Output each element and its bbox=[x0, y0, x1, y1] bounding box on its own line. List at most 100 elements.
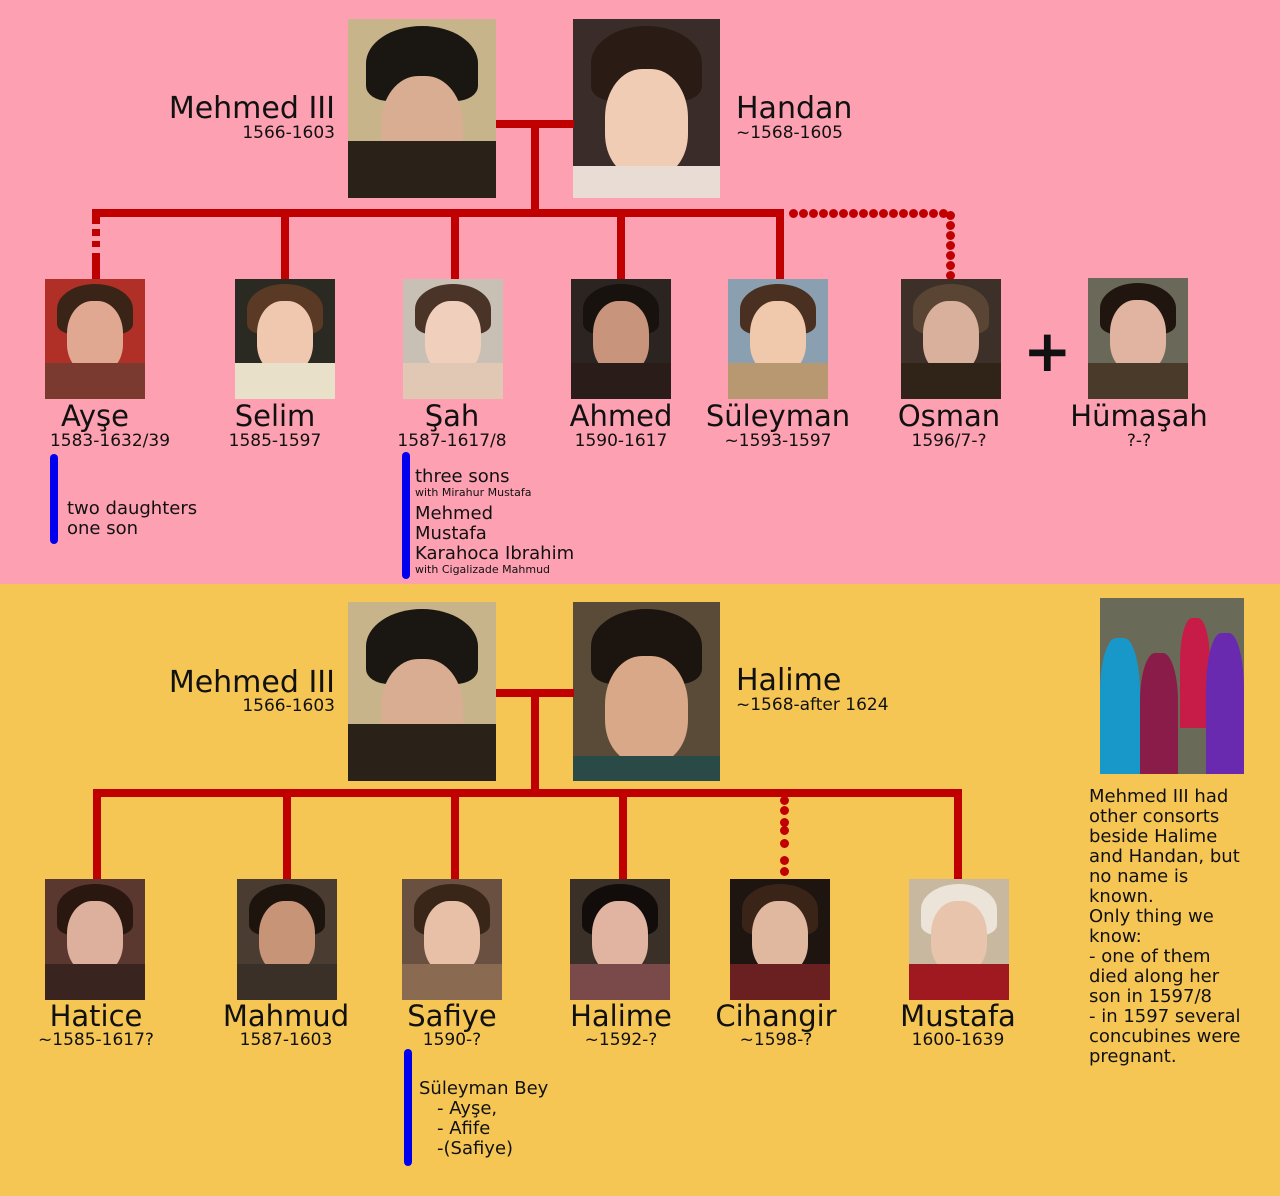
child-name-suleyman: Süleyman bbox=[705, 399, 851, 433]
spouse-portrait-humasah bbox=[1088, 278, 1188, 399]
consorts-note-line: concubines were bbox=[1089, 1026, 1241, 1047]
consorts-note-line: know: bbox=[1089, 926, 1142, 947]
mother-name: Halime bbox=[736, 663, 842, 698]
handan-family-panel: Mehmed III 1566-1603 Handan ~1568-1605 bbox=[0, 0, 1280, 584]
child-portrait-selim bbox=[235, 279, 335, 399]
note-sah-line: Mehmed bbox=[415, 503, 494, 524]
drop-ayse-dash bbox=[92, 229, 100, 236]
children-bar bbox=[93, 789, 962, 797]
consorts-note-line: other consorts bbox=[1089, 806, 1220, 827]
child-dates-ayse: 1583-1632/39 bbox=[49, 431, 171, 451]
drop-suleyman bbox=[776, 213, 784, 280]
child-name-selim: Selim bbox=[234, 399, 316, 433]
father-dates: 1566-1603 bbox=[242, 123, 335, 143]
note-safiye-line: -(Safiye) bbox=[437, 1138, 514, 1159]
drop-ayse bbox=[92, 209, 100, 224]
note-sah-title: three sons bbox=[415, 466, 510, 487]
halime-family-panel: Mehmed III 1566-1603 Halime ~1568-after … bbox=[0, 584, 1280, 1196]
note-sah-line: Karahoca Ibrahim bbox=[415, 543, 575, 564]
mother-portrait bbox=[573, 602, 720, 781]
child-name-mahmud: Mahmud bbox=[222, 999, 350, 1033]
father-name: Mehmed III bbox=[168, 665, 335, 700]
note-ayse-line: one son bbox=[67, 518, 139, 539]
note-ayse: two daughters one son bbox=[67, 499, 197, 539]
child-portrait-ahmed bbox=[571, 279, 671, 399]
child-portrait-sah bbox=[403, 279, 503, 399]
spouse-dates-humasah: ?-? bbox=[1126, 431, 1152, 451]
father-name: Mehmed III bbox=[168, 91, 335, 126]
child-portrait-cihangir bbox=[730, 879, 830, 1000]
child-name-ayse: Ayşe bbox=[61, 399, 129, 433]
children-bar bbox=[92, 209, 784, 217]
child-name-hatice: Hatice bbox=[49, 999, 143, 1033]
child-name-sah: Şah bbox=[424, 399, 480, 433]
drop-safiye bbox=[451, 793, 459, 881]
consorts-note-line: no name is bbox=[1089, 866, 1189, 887]
note-safiye-line: - Ayşe, bbox=[437, 1098, 498, 1119]
child-dates-halime: ~1592-? bbox=[584, 1030, 658, 1050]
child-name-cihangir: Cihangir bbox=[715, 999, 837, 1033]
child-dates-suleyman: ~1593-1597 bbox=[724, 431, 832, 451]
note-safiye-line: - Afife bbox=[437, 1118, 491, 1139]
note-sah-subtitle: with Mirahur Mustafa bbox=[415, 486, 532, 499]
note-sah-subtitle: with Cigalizade Mahmud bbox=[415, 563, 551, 576]
note-sah: three sons with Mirahur Mustafa Mehmed M… bbox=[415, 467, 574, 576]
consorts-note-line: pregnant. bbox=[1089, 1046, 1177, 1067]
consorts-note-line: died along her bbox=[1089, 966, 1220, 987]
child-dates-selim: 1585-1597 bbox=[228, 431, 322, 451]
note-bar-sah bbox=[402, 452, 410, 579]
mother-dates: ~1568-1605 bbox=[736, 123, 843, 143]
child-portrait-safiye bbox=[402, 879, 502, 1000]
child-dates-hatice: ~1585-1617? bbox=[38, 1030, 154, 1050]
descent-line bbox=[531, 689, 539, 789]
drop-mahmud bbox=[283, 793, 291, 881]
child-dates-safiye: 1590-? bbox=[422, 1030, 482, 1050]
father-dates: 1566-1603 bbox=[242, 696, 335, 716]
child-dates-cihangir: ~1598-? bbox=[739, 1030, 813, 1050]
child-portrait-mahmud bbox=[237, 879, 337, 1000]
consorts-note-line: son in 1597/8 bbox=[1089, 986, 1212, 1007]
child-dates-ahmed: 1590-1617 bbox=[574, 431, 668, 451]
child-name-halime: Halime bbox=[570, 999, 672, 1033]
plus-icon: + bbox=[1023, 317, 1072, 385]
drop-mustafa bbox=[954, 789, 962, 881]
descent-line bbox=[531, 120, 539, 212]
mother-dates: ~1568-after 1624 bbox=[736, 695, 889, 715]
drop-sah bbox=[451, 213, 459, 280]
child-name-mustafa: Mustafa bbox=[900, 999, 1016, 1033]
child-name-ahmed: Ahmed bbox=[569, 399, 673, 433]
child-portrait-ayse bbox=[45, 279, 145, 399]
note-safiye-title: Süleyman Bey bbox=[419, 1078, 549, 1099]
note-safiye: Süleyman Bey - Ayşe, - Afife -(Safiye) bbox=[419, 1079, 548, 1159]
consorts-note: Mehmed III had other consorts beside Hal… bbox=[1089, 787, 1269, 1067]
consorts-note-line: - in 1597 several bbox=[1089, 1006, 1241, 1027]
child-dates-mahmud: 1587-1603 bbox=[239, 1030, 333, 1050]
child-name-osman: Osman bbox=[897, 399, 1001, 433]
child-portrait-halime bbox=[570, 879, 670, 1000]
father-portrait bbox=[348, 602, 496, 781]
consorts-note-line: Only thing we bbox=[1089, 906, 1214, 927]
child-portrait-suleyman bbox=[728, 279, 828, 399]
note-bar-ayse bbox=[50, 454, 58, 544]
consorts-note-line: - one of them bbox=[1089, 946, 1211, 967]
child-dates-osman: 1596/7-? bbox=[911, 431, 987, 451]
drop-ayse-dash bbox=[92, 253, 100, 280]
drop-ahmed bbox=[617, 213, 625, 280]
note-bar-safiye bbox=[404, 1049, 412, 1166]
note-ayse-line: two daughters bbox=[67, 498, 198, 519]
consorts-image bbox=[1100, 598, 1244, 774]
drop-halime bbox=[619, 793, 627, 881]
note-sah-line: Mustafa bbox=[415, 523, 487, 544]
spouse-name-humasah: Hümaşah bbox=[1070, 399, 1208, 433]
child-dates-sah: 1587-1617/8 bbox=[397, 431, 507, 451]
child-portrait-hatice bbox=[45, 879, 145, 1000]
consorts-note-line: and Handan, but bbox=[1089, 846, 1240, 867]
drop-ayse-dash bbox=[92, 241, 100, 247]
drop-selim bbox=[281, 213, 289, 280]
mother-name: Handan bbox=[736, 91, 853, 126]
child-dates-mustafa: 1600-1639 bbox=[911, 1030, 1005, 1050]
drop-hatice bbox=[93, 789, 101, 881]
child-portrait-osman bbox=[901, 279, 1001, 399]
consorts-note-line: known. bbox=[1089, 886, 1154, 907]
child-portrait-mustafa bbox=[909, 879, 1009, 1000]
